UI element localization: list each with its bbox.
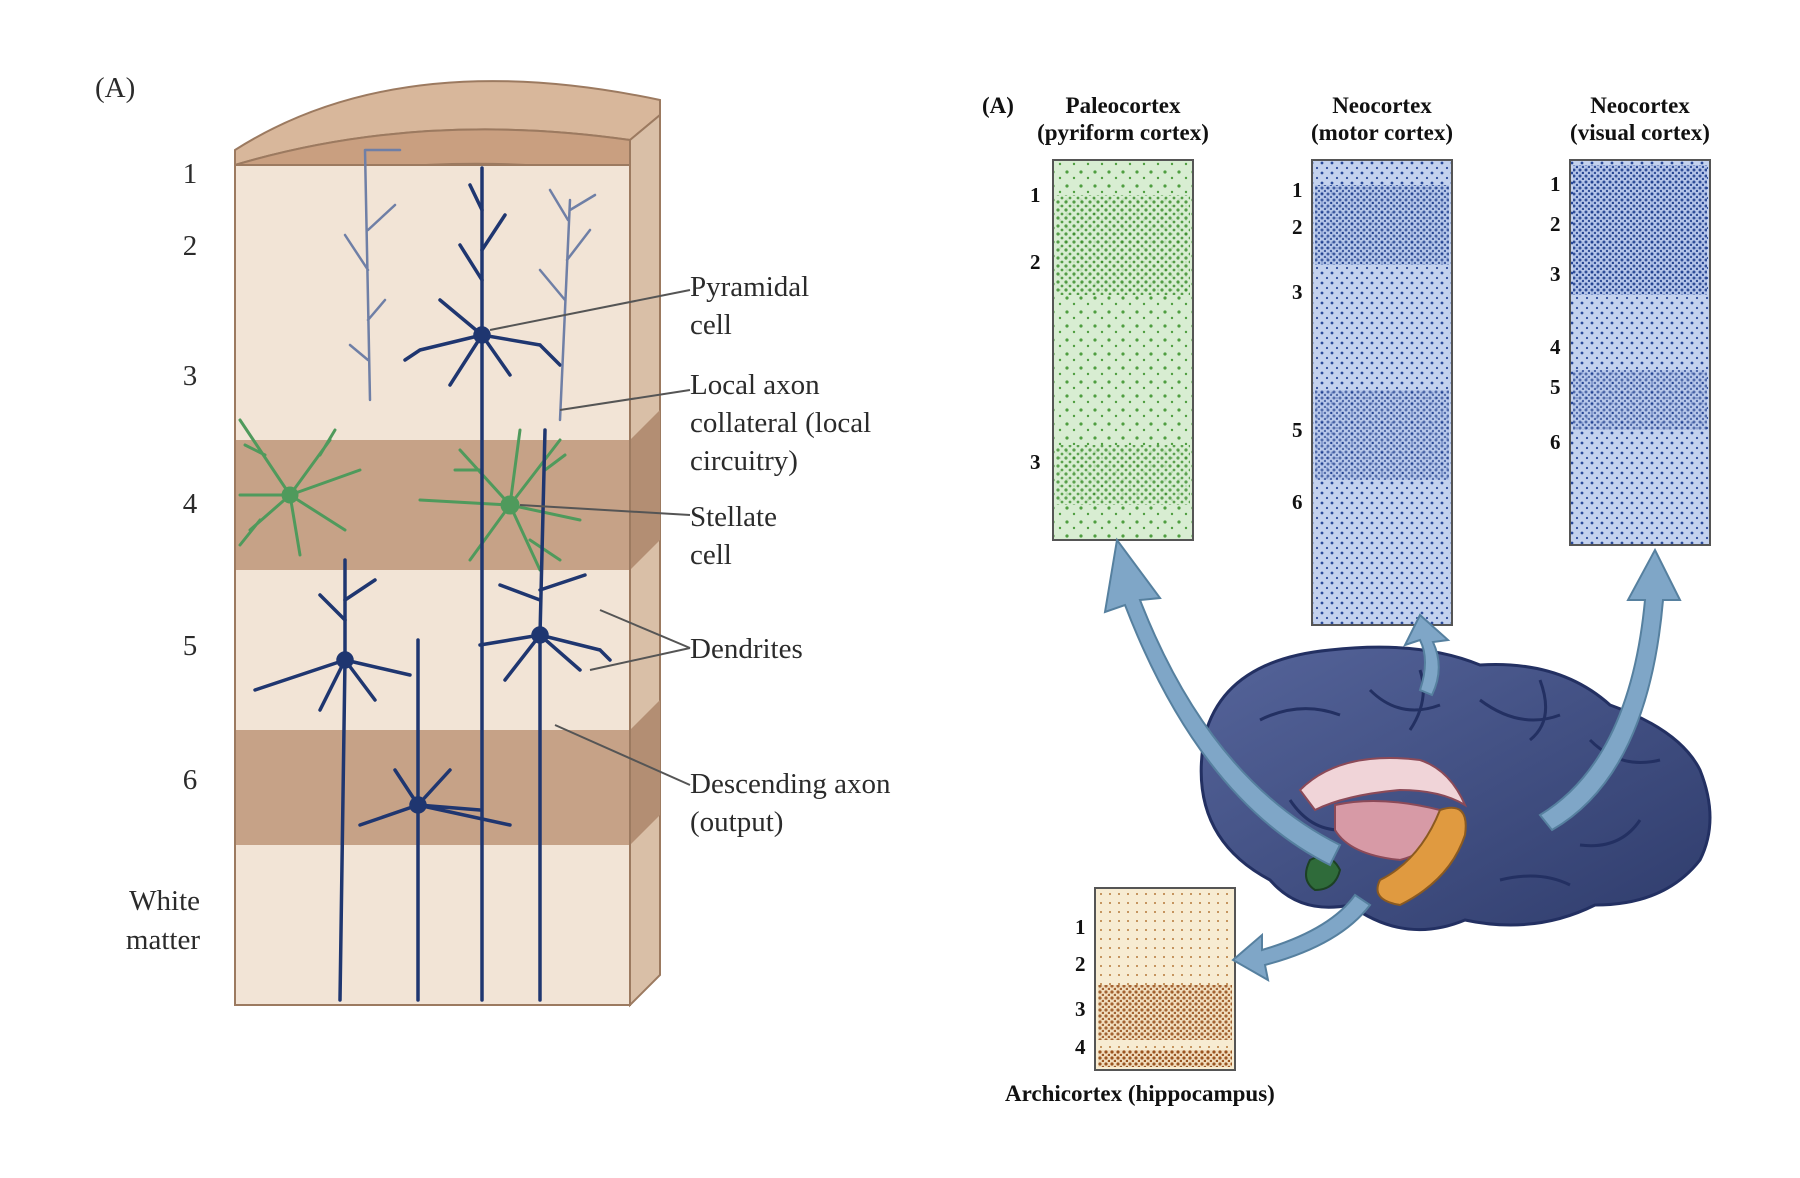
motor-cortex-slab [1311,159,1453,626]
archi-layer-3: 3 [1075,997,1086,1021]
visual-layer-1: 1 [1550,172,1561,196]
layer-6-label: 6 [182,764,198,796]
motor-cortex-title: Neocortex (motor cortex) [1311,93,1453,145]
local-axon-label: Local axon collateral (local circuitry) [690,369,872,477]
motor-layer-1: 1 [1292,178,1303,202]
right-panel-label: (A) [982,93,1014,118]
archi-layer-4: 4 [1075,1035,1086,1059]
paleocortex-title: Paleocortex (pyriform cortex) [1037,93,1209,145]
dendrites-label: Dendrites [690,633,803,665]
stellate-cells [238,418,582,572]
leader-lines [489,289,691,786]
visual-layer-4: 4 [1550,335,1561,359]
visual-cortex-slab [1569,159,1711,546]
connection-arrows [1103,537,1682,982]
faded-dendrites [343,148,597,422]
motor-layer-5: 5 [1292,418,1303,442]
descending-axon-label: Descending axon (output) [690,768,891,838]
layer-2-label: 2 [182,230,198,262]
archi-layer-2: 2 [1075,952,1086,976]
left-panel-label: (A) [95,72,136,104]
paleocortex-slab [1052,159,1194,541]
archicortex-slab [1094,887,1236,1071]
paleo-layer-3: 3 [1030,450,1041,474]
motor-layer-2: 2 [1292,215,1303,239]
layer-1-label: 1 [182,158,198,190]
visual-layer-5: 5 [1550,375,1561,399]
visual-layer-3: 3 [1550,262,1561,286]
motor-layer-3: 3 [1292,280,1303,304]
pyramidal-neurons [253,166,612,1002]
archicortex-title: Archicortex (hippocampus) [1005,1081,1275,1106]
layer-4-label: 4 [182,488,198,520]
white-matter-label: White matter [125,885,200,956]
paleo-layer-2: 2 [1030,250,1041,274]
archi-layer-1: 1 [1075,915,1086,939]
paleo-layer-1: 1 [1030,183,1041,207]
visual-layer-2: 2 [1550,212,1561,236]
pyramidal-cell-label: Pyramidal cell [690,271,810,341]
visual-layer-6: 6 [1550,430,1561,454]
layer-3-label: 3 [182,360,198,392]
visual-cortex-title: Neocortex (visual cortex) [1570,93,1710,145]
layer-5-label: 5 [182,630,198,662]
motor-layer-6: 6 [1292,490,1303,514]
stellate-cell-label: Stellate cell [690,501,777,571]
